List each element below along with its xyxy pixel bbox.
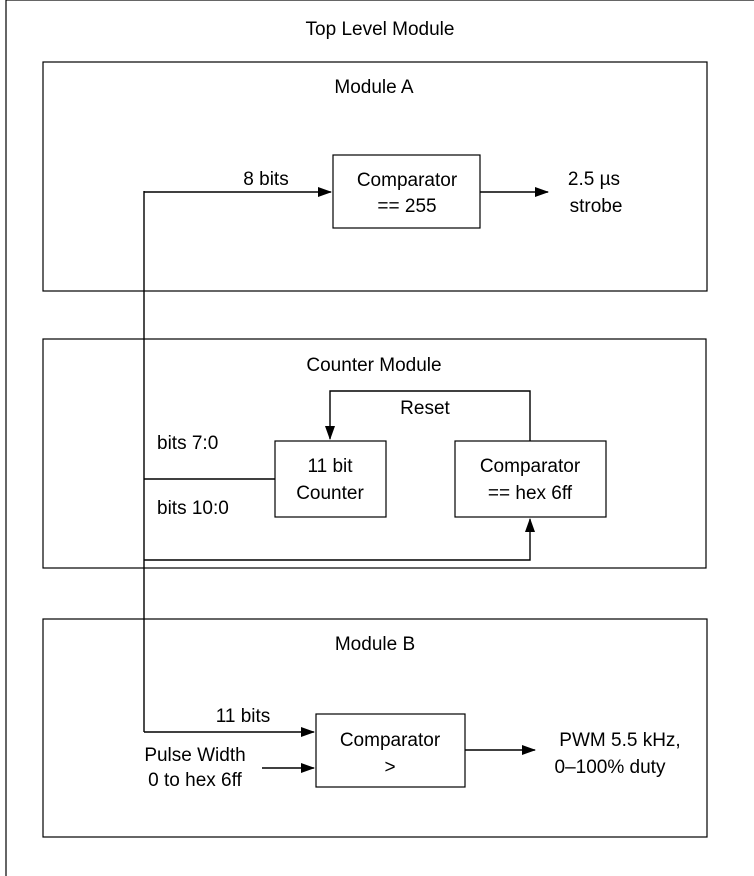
counter-line1: 11 bit [307,456,353,477]
top-level-module-frame [5,0,754,876]
counter-comparator-line1: Comparator [480,456,581,477]
module-b-comparator-line2: > [384,757,395,778]
bits-low-label: bits 7:0 [157,433,218,454]
bus-wiring [143,187,535,737]
module-a-input-label: 8 bits [243,169,288,190]
reset-feedback-arrow [325,390,531,441]
module-b-output-line1: PWM 5.5 kHz, [559,730,680,751]
counter-comparator-line2: == hex 6ff [488,483,573,504]
module-a-comparator-line2: == 255 [377,196,436,217]
pulse-width-line1: Pulse Width [144,745,245,766]
module-a-comparator-box [332,154,481,229]
module-a-output-line1: 2.5 µs [568,169,620,190]
top-level-module-title: Top Level Module [306,19,455,40]
bits-all-label: bits 10:0 [157,498,229,519]
counter-line2: Counter [296,483,364,504]
module-b-comparator-box [315,713,466,788]
module-a: Module A Comparator == 255 8 bits 2.5 µs… [42,61,708,292]
module-a-title: Module A [334,77,414,98]
module-b-title: Module B [335,634,415,655]
counter-module-frame [42,338,707,569]
module-a-output-line2: strobe [570,196,623,217]
counter-comparator-box [454,440,607,518]
module-b-output-line2: 0–100% duty [555,757,666,778]
module-b-comparator-line1: Comparator [340,730,441,751]
counter-box [274,440,387,518]
counter-module-title: Counter Module [306,355,441,376]
module-b: Module B Comparator > 11 bits Pulse Widt… [42,618,708,838]
module-b-frame [42,618,708,838]
module-b-input-bits-label: 11 bits [216,706,271,727]
module-a-frame [42,61,708,292]
bits-to-counter-comparator-arrow [144,518,535,561]
counter-module: Counter Module 11 bit Counter Comparator… [42,338,707,569]
reset-label: Reset [400,398,450,419]
pulse-width-line2: 0 to hex 6ff [148,770,242,791]
module-a-comparator-line1: Comparator [357,170,458,191]
